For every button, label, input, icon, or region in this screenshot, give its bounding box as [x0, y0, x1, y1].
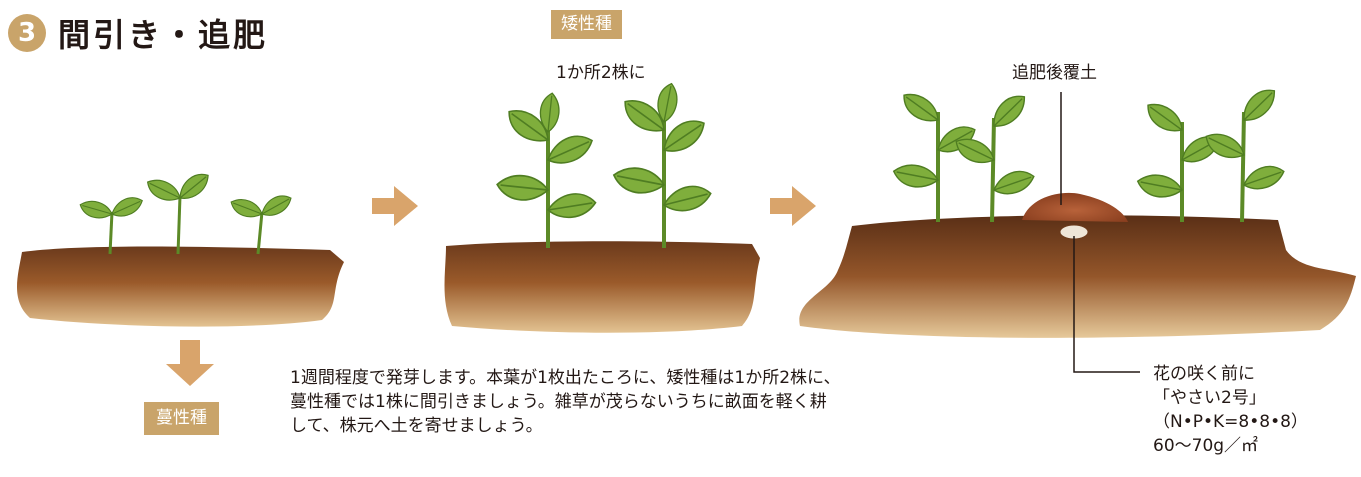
next-arrow-2 — [770, 186, 816, 226]
dwarf-plants-leaves — [494, 80, 714, 220]
vine-down-arrow — [166, 340, 214, 386]
description-line: して、株元へ土を寄せましょう。 — [290, 416, 543, 436]
fertilizer-note: 花の咲く前に 「やさい2号」 （N•P•K=8•8•8） 60〜70g／㎡ — [1153, 362, 1308, 458]
fertilizer-leader-line — [1073, 236, 1140, 373]
soil-mound — [1022, 192, 1128, 222]
fertilizer-timing: 花の咲く前に — [1153, 364, 1255, 384]
hilling-label: 追肥後覆土 — [1012, 63, 1097, 83]
next-arrow-1 — [372, 186, 418, 226]
two-per-spot-label: 1か所2株に — [556, 63, 646, 83]
fertilizer-amount: 60〜70g／㎡ — [1153, 436, 1259, 456]
vine-variety-tag: 蔓性種 — [144, 402, 219, 435]
step-title: 間引き・追肥 — [58, 16, 269, 54]
step-number-badge: 3 — [8, 14, 46, 52]
description-line: 1週間程度で発芽します。本葉が1枚出たころに、矮性種は1か所2株に、 — [290, 368, 841, 388]
seedling-soil-bed — [17, 246, 344, 327]
dwarf-variety-tag: 矮性種 — [551, 10, 622, 39]
fertilized-soil-bed — [799, 215, 1356, 338]
fertilizer-npk: （N•P•K=8•8•8） — [1153, 412, 1308, 432]
description-line: 蔓性種では1株に間引きましょう。雑草が茂らないうちに畝面を軽く耕 — [290, 392, 827, 412]
fertilizer-product: 「やさい2号」 — [1153, 388, 1266, 408]
fertilized-plants-leaves — [890, 83, 1288, 204]
dwarf-soil-bed — [444, 241, 760, 333]
fertilized-plants-stems — [936, 111, 1246, 223]
seedlings — [108, 195, 264, 255]
description-text: 1週間程度で発芽します。本葉が1枚出たころに、矮性種は1か所2株に、 蔓性種では… — [290, 366, 1010, 438]
